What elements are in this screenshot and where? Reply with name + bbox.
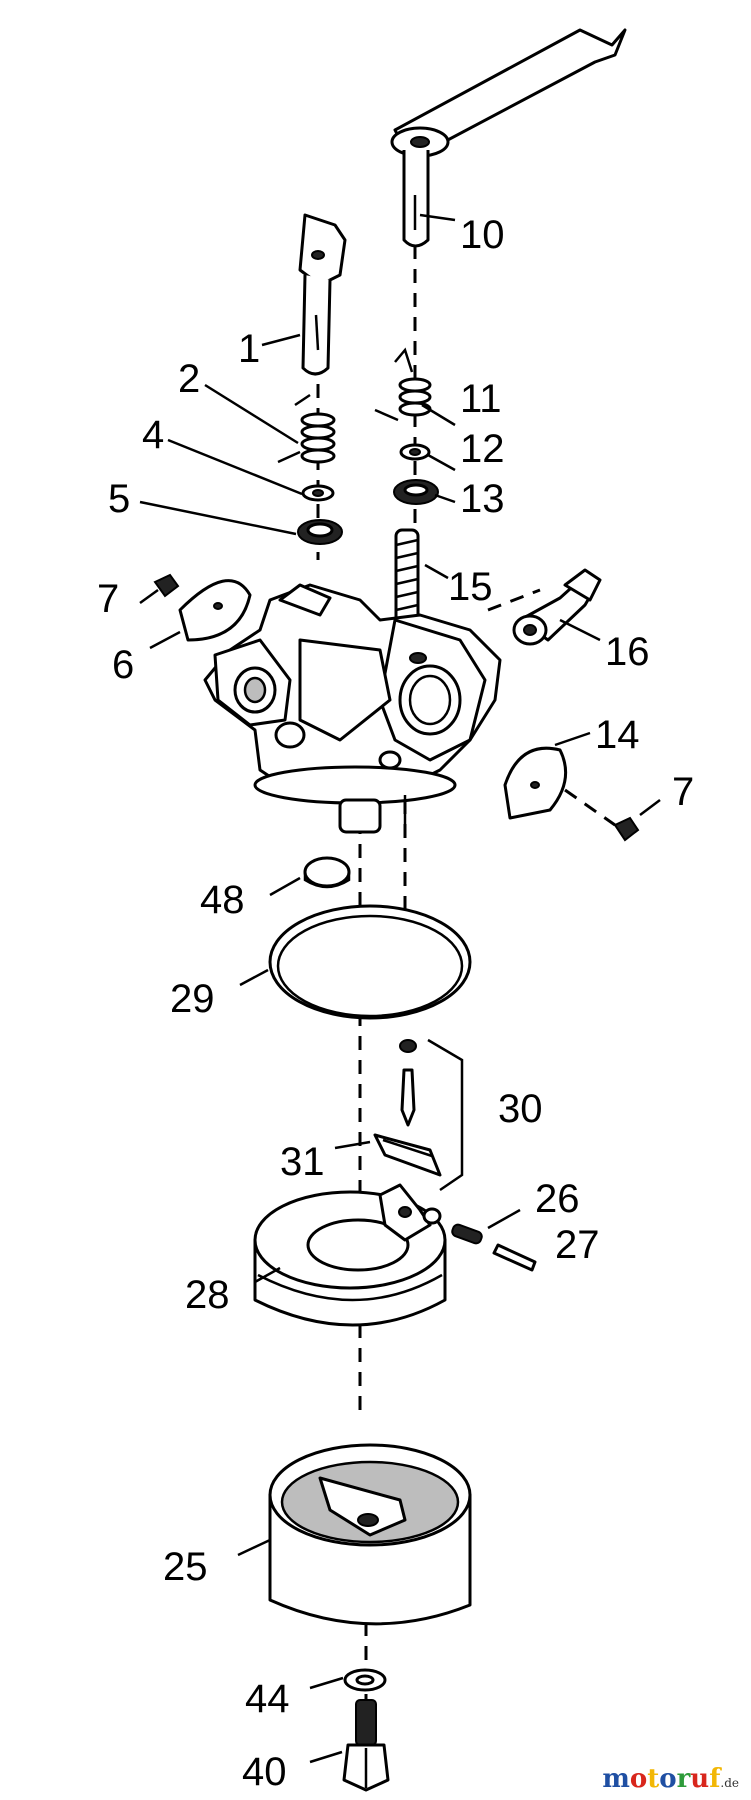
watermark-suffix: .de: [720, 1776, 739, 1790]
float-clip-part: [373, 1133, 442, 1177]
bowl-washer-part: [343, 1668, 387, 1692]
callout-25: 25: [163, 1545, 208, 1589]
callout-31: 31: [280, 1140, 325, 1184]
callout-13: 13: [460, 477, 505, 521]
inlet-needle-part: [399, 1038, 464, 1192]
throttle-plate-part: [503, 746, 640, 842]
callout-10: 10: [460, 213, 505, 257]
watermark-letter: r: [676, 1764, 691, 1794]
carburetor-body: [203, 583, 502, 834]
watermark-letter: o: [629, 1764, 648, 1794]
callout-6: 6: [112, 643, 134, 687]
callout-2: 2: [178, 357, 200, 401]
callout-26: 26: [535, 1177, 580, 1221]
callout-15: 15: [448, 565, 493, 609]
callout-48: 48: [200, 878, 245, 922]
callout-12: 12: [460, 427, 505, 471]
callout-27: 27: [555, 1223, 600, 1267]
fuel-inlet-part: [512, 568, 602, 646]
welch-plug-part: [303, 856, 351, 889]
callout-44: 44: [245, 1677, 290, 1721]
fuel-bowl-part: [268, 1443, 472, 1626]
bowl-bolt-part: [342, 1699, 390, 1792]
choke-plate-part: [153, 573, 252, 642]
bowl-gasket-part: [268, 904, 472, 1020]
callout-7-bottom: 7: [672, 770, 694, 814]
callout-11: 11: [460, 377, 502, 421]
float-part: [253, 1183, 447, 1327]
callout-4: 4: [142, 413, 164, 457]
watermark-letter: u: [690, 1764, 710, 1794]
callout-14: 14: [595, 713, 640, 757]
callout-1: 1: [238, 327, 260, 371]
callouts: 10 1 2 11 4 12 5 13 15 7 6 16 14 7 48 29…: [97, 213, 694, 1794]
callout-7-top: 7: [97, 577, 119, 621]
motoruf-watermark-logo: motoruf.de: [602, 1764, 739, 1794]
throttle-lever-part: [390, 28, 627, 248]
choke-spring-stack: [277, 393, 343, 545]
leader-lines: [139, 213, 661, 1764]
watermark-letter: o: [659, 1764, 677, 1794]
callout-16: 16: [605, 630, 650, 674]
callout-30: 30: [498, 1087, 543, 1131]
callout-40: 40: [242, 1750, 287, 1794]
choke-shaft-part: [298, 213, 347, 376]
watermark-letter: f: [709, 1764, 721, 1794]
watermark-letter: t: [647, 1764, 660, 1794]
callout-28: 28: [185, 1273, 230, 1317]
throttle-spring-stack: [374, 347, 439, 505]
callout-29: 29: [170, 977, 215, 1021]
float-pin-part: [451, 1223, 537, 1272]
callout-5: 5: [108, 477, 130, 521]
watermark-letter: m: [602, 1764, 630, 1794]
